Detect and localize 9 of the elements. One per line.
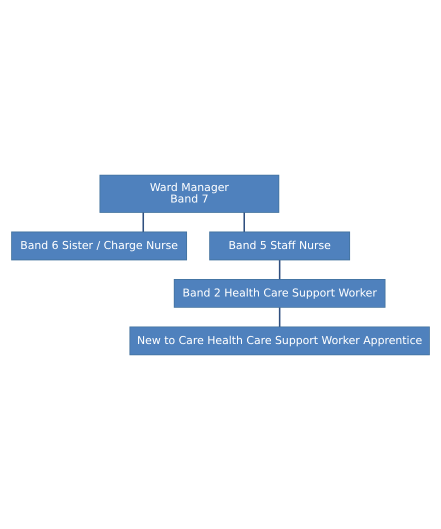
node-box: Band 6 Sister / Charge Nurse	[11, 231, 188, 260]
connector	[278, 307, 280, 326]
node-box: Band 2 Health Care Support Worker	[174, 278, 386, 308]
connector	[243, 212, 246, 232]
connector	[278, 260, 280, 279]
node-box: New to Care Health Care Support Worker Apprentice	[129, 326, 430, 355]
connector	[142, 212, 144, 232]
node-box: Ward Manager Band 7	[99, 174, 280, 212]
node-box: Band 5 Staff Nurse	[209, 231, 350, 260]
